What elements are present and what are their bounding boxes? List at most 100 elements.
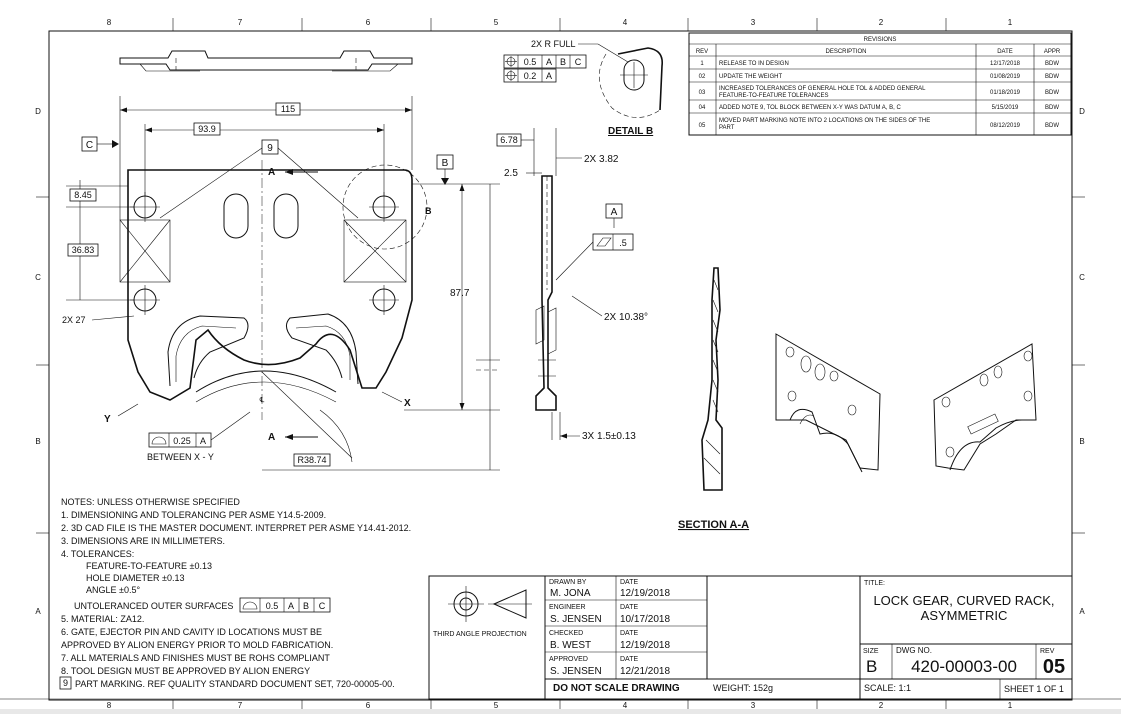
revision-row: 1 RELEASE TO IN DESIGN 12/17/2018 BDW [700, 61, 1059, 67]
zone-col-3: 3 [751, 18, 756, 27]
zone-col-6: 6 [366, 18, 371, 27]
svg-text:12/17/2018: 12/17/2018 [990, 61, 1021, 67]
projection-label: THIRD ANGLE PROJECTION [433, 631, 527, 638]
dim-6-78: 6.78 [500, 135, 518, 145]
zone-col-3-bottom: 3 [751, 701, 756, 709]
note-item: 4. TOLERANCES: [61, 549, 134, 559]
dwg-no-value: 420-00003-00 [911, 657, 1017, 676]
svg-text:0.2: 0.2 [524, 71, 537, 81]
scale-value: SCALE: 1:1 [864, 683, 911, 693]
zone-row-d-right: D [1079, 107, 1085, 116]
svg-text:UPDATE THE WEIGHT: UPDATE THE WEIGHT [719, 74, 782, 80]
rev-value: 05 [1043, 656, 1065, 678]
point-y: Y [104, 414, 111, 425]
drawn-by-label: DRAWN BY [549, 579, 587, 586]
svg-text:ADDED NOTE 9, TOL BLOCK BETWEE: ADDED NOTE 9, TOL BLOCK BETWEEN X-Y WAS … [719, 105, 901, 111]
dim-3x1-5: 3X 1.5±0.13 [582, 431, 636, 442]
svg-text:℄: ℄ [259, 397, 265, 404]
svg-text:FEATURE-TO-FEATURE TOLERANCES: FEATURE-TO-FEATURE TOLERANCES [719, 93, 828, 99]
zone-row-c-right: C [1079, 273, 1085, 282]
date-label: DATE [620, 604, 638, 611]
date-drawn: 12/19/2018 [620, 588, 670, 599]
dwg-no-label: DWG NO. [896, 646, 932, 655]
approved-label: APPROVED [549, 656, 588, 663]
section-label: SECTION A-A [678, 519, 749, 531]
zone-col-4-bottom: 4 [623, 701, 628, 709]
flatness-value: .5 [619, 238, 627, 248]
title-block: THIRD ANGLE PROJECTION DRAWN BY M. JONA … [428, 575, 1073, 700]
datum-c: C [86, 140, 93, 151]
top-view [119, 50, 413, 72]
note-9-number: 9 [63, 678, 68, 688]
size-value: B [866, 657, 877, 676]
revisions-header-date: DATE [997, 49, 1013, 55]
svg-text:08/12/2019: 08/12/2019 [990, 123, 1021, 129]
revisions-title: REVISIONS [864, 37, 897, 43]
note-tolerance: ANGLE ±0.5° [86, 585, 140, 595]
svg-text:01/18/2019: 01/18/2019 [990, 90, 1021, 96]
svg-text:1: 1 [700, 61, 704, 67]
section-arrow-bottom-label: A [268, 432, 275, 443]
section-arrow-top-label: A [268, 167, 275, 178]
do-not-scale-label: DO NOT SCALE DRAWING [553, 683, 680, 694]
engineer-value: S. JENSEN [550, 614, 602, 625]
general-notes: NOTES: UNLESS OTHERWISE SPECIFIED 1. DIM… [59, 497, 411, 690]
date-checked: 12/19/2018 [620, 640, 670, 651]
zone-row-b-right: B [1079, 437, 1084, 446]
svg-text:01/08/2019: 01/08/2019 [990, 74, 1021, 80]
note-tolerance: HOLE DIAMETER ±0.13 [86, 573, 184, 583]
svg-text:PART: PART [719, 125, 735, 131]
profile-tol-datum: A [200, 436, 206, 446]
dim-8-45: 8.45 [74, 190, 92, 200]
between-note: BETWEEN X - Y [147, 452, 214, 462]
svg-text:5/15/2019: 5/15/2019 [992, 105, 1019, 111]
zone-col-5: 5 [494, 18, 499, 27]
zone-row-d: D [35, 107, 41, 116]
date-label: DATE [620, 656, 638, 663]
isometric-view-left [775, 333, 881, 473]
datum-a: A [611, 207, 618, 218]
note-item: APPROVED BY ALION ENERGY PRIOR TO MOLD F… [61, 640, 333, 650]
zone-markers: 8 7 6 5 4 3 2 1 8 7 6 5 4 3 2 1 D C B A … [35, 18, 1085, 710]
detail-b-label: DETAIL B [608, 126, 653, 137]
detail-b-fcf-position-2: 0.2 A [503, 68, 557, 83]
date-label: DATE [620, 630, 638, 637]
note-item: 2. 3D CAD FILE IS THE MASTER DOCUMENT. I… [61, 523, 411, 533]
revision-row: 02 UPDATE THE WEIGHT 01/08/2019 BDW [699, 74, 1060, 80]
svg-text:A: A [546, 57, 552, 67]
zone-col-2-bottom: 2 [879, 701, 884, 709]
section-a-a-view: SECTION A-A [678, 267, 749, 531]
zone-col-5-bottom: 5 [494, 701, 499, 709]
isometric-view-right [933, 343, 1037, 471]
drawing-title-line1: LOCK GEAR, CURVED RACK, [873, 593, 1054, 608]
note-tolerance: FEATURE-TO-FEATURE ±0.13 [86, 561, 212, 571]
front-view-outline [127, 169, 413, 401]
detail-b-radius-note: 2X R FULL [531, 39, 576, 49]
front-view: ℄ B A A 115 93.9 C 9 [62, 96, 500, 471]
point-x: X [404, 398, 411, 409]
zone-col-8: 8 [107, 18, 112, 27]
detail-b-view: 2X R FULL 0.5 A B C 0.2 A DETAIL B [503, 39, 664, 137]
svg-text:A: A [288, 601, 294, 611]
svg-text:0.5: 0.5 [524, 57, 537, 67]
dim-87-7: 87.7 [450, 288, 470, 299]
svg-text:BDW: BDW [1045, 74, 1059, 80]
svg-text:MOVED PART MARKING NOTE INTO 2: MOVED PART MARKING NOTE INTO 2 LOCATIONS… [719, 118, 930, 124]
zone-row-a: A [35, 607, 41, 616]
checked-label: CHECKED [549, 630, 583, 637]
balloon-9: 9 [267, 143, 273, 154]
detail-b-callout: B [425, 206, 432, 216]
dim-r38-74: R38.74 [297, 455, 326, 465]
zone-col-1: 1 [1008, 18, 1013, 27]
svg-text:03: 03 [699, 90, 706, 96]
detail-b-fcf-position: 0.5 A B C [503, 54, 587, 69]
dim-2-5: 2.5 [504, 168, 518, 179]
svg-text:BDW: BDW [1045, 90, 1059, 96]
datum-b: B [442, 158, 449, 169]
note-item: 8. TOOL DESIGN MUST BE APPROVED BY ALION… [61, 666, 310, 676]
revisions-header-appr: APPR [1044, 49, 1061, 55]
rev-label: REV [1040, 648, 1055, 655]
notes-header: NOTES: UNLESS OTHERWISE SPECIFIED [61, 497, 240, 507]
dim-2x27: 2X 27 [62, 315, 86, 325]
zone-col-8-bottom: 8 [107, 701, 112, 709]
